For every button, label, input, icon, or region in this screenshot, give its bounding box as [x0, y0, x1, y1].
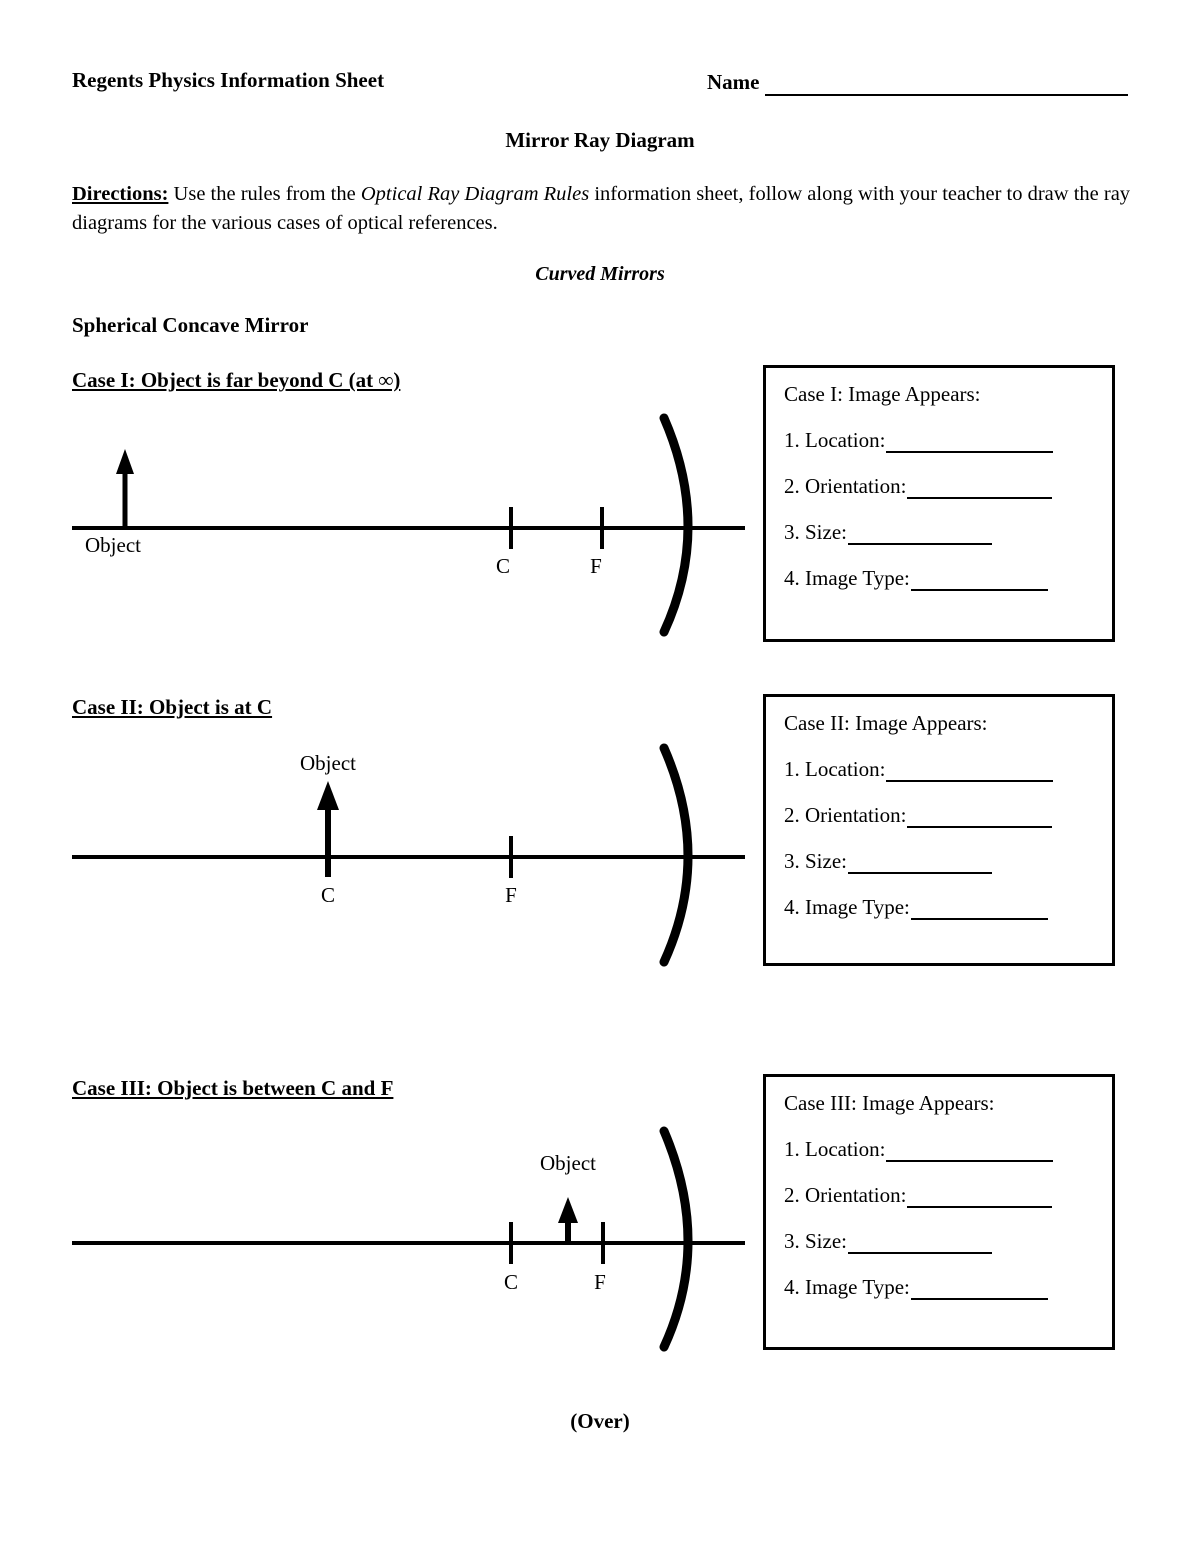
case-iii-orientation-input[interactable] — [907, 1189, 1053, 1208]
case-i-answer-title: Case I: Image Appears: — [784, 382, 981, 406]
case-ii-size-row: 3. Size: — [784, 849, 1094, 874]
case-iii-image-type-row: 4. Image Type: — [784, 1275, 1094, 1300]
directions-text-after: information sheet, follow along with you… — [72, 183, 1131, 235]
case-i-size-row: 3. Size: — [784, 520, 1094, 545]
object-arrow — [558, 1197, 578, 1243]
case-ii-size-label: 3. Size: — [784, 849, 847, 873]
case-iii-size-label: 3. Size: — [784, 1229, 847, 1253]
case-iii-answer-title: Case III: Image Appears: — [784, 1091, 995, 1115]
case-ii-location-label: 1. Location: — [784, 757, 886, 781]
case-i-heading: Case I: Object is far beyond C (at ∞) — [72, 368, 401, 392]
focal-point-label: F — [594, 1270, 606, 1294]
focal-point-label: F — [505, 883, 517, 907]
case-i-image-type-row: 4. Image Type: — [784, 566, 1094, 591]
case-i-orientation-label: 2. Orientation: — [784, 474, 907, 498]
case-i-size-label: 3. Size: — [784, 520, 847, 544]
center-of-curvature-label: C — [504, 1270, 518, 1294]
object-arrow — [317, 781, 339, 877]
case-ii-location-row: 1. Location: — [784, 757, 1094, 782]
concave-mirror-arc — [659, 743, 693, 967]
case-ii-ray-diagram: Object C F — [72, 743, 745, 967]
name-label: Name — [707, 70, 760, 94]
case-ii-size-input[interactable] — [848, 855, 992, 874]
case-iii-location-label: 1. Location: — [784, 1137, 886, 1161]
object-label: Object — [540, 1151, 596, 1175]
case-ii-image-type-row: 4. Image Type: — [784, 895, 1094, 920]
object-arrow — [116, 449, 134, 528]
case-ii-answer-title: Case II: Image Appears: — [784, 711, 988, 735]
case-iii-ray-diagram: C Object F — [72, 1126, 745, 1352]
case-i-answer-box: Case I: Image Appears: 1. Location: 2. O… — [763, 365, 1115, 642]
case-ii-answer-box: Case II: Image Appears: 1. Location: 2. … — [763, 694, 1115, 966]
sheet-title: Regents Physics Information Sheet — [72, 68, 385, 92]
case-i-ray-diagram: Object C F — [72, 413, 745, 637]
focal-point-label: F — [590, 554, 602, 578]
object-label: Object — [300, 751, 356, 775]
case-ii-orientation-label: 2. Orientation: — [784, 803, 907, 827]
case-i-orientation-row: 2. Orientation: — [784, 474, 1094, 499]
case-ii-location-input[interactable] — [886, 763, 1054, 782]
page-title: Mirror Ray Diagram — [505, 128, 695, 152]
concave-mirror-arc — [659, 1126, 693, 1352]
case-i-orientation-input[interactable] — [907, 480, 1053, 499]
case-ii-image-type-input[interactable] — [910, 901, 1048, 920]
center-of-curvature-label: C — [496, 554, 510, 578]
case-iii-image-type-label: 4. Image Type: — [784, 1275, 910, 1299]
name-input-line[interactable] — [765, 94, 1128, 96]
case-ii-image-type-label: 4. Image Type: — [784, 895, 910, 919]
directions-italic-reference: Optical Ray Diagram Rules — [360, 183, 590, 205]
case-iii-orientation-label: 2. Orientation: — [784, 1183, 907, 1207]
case-iii-size-input[interactable] — [848, 1235, 992, 1254]
case-iii-orientation-row: 2. Orientation: — [784, 1183, 1094, 1208]
directions-text-before: Use the rules from the — [173, 183, 356, 205]
curved-mirrors-heading: Curved Mirrors — [535, 263, 665, 285]
case-iii-image-type-input[interactable] — [910, 1281, 1048, 1300]
case-i-location-input[interactable] — [886, 434, 1054, 453]
case-i-image-type-input[interactable] — [910, 572, 1048, 591]
case-i-location-row: 1. Location: — [784, 428, 1094, 453]
case-ii-orientation-input[interactable] — [907, 809, 1053, 828]
spherical-concave-mirror-heading: Spherical Concave Mirror — [72, 313, 309, 337]
case-iii-answer-box: Case III: Image Appears: 1. Location: 2.… — [763, 1074, 1115, 1350]
case-i-image-type-label: 4. Image Type: — [784, 566, 910, 590]
directions-lead: Directions: — [72, 183, 169, 205]
object-label: Object — [85, 533, 141, 557]
case-iii-location-row: 1. Location: — [784, 1137, 1094, 1162]
case-i-location-label: 1. Location: — [784, 428, 886, 452]
case-ii-heading: Case II: Object is at C — [72, 695, 273, 719]
case-iii-location-input[interactable] — [886, 1143, 1054, 1162]
case-ii-orientation-row: 2. Orientation: — [784, 803, 1094, 828]
case-iii-size-row: 3. Size: — [784, 1229, 1094, 1254]
directions-paragraph: Directions: Use the rules from the Optic… — [72, 180, 1130, 238]
center-of-curvature-label: C — [321, 883, 335, 907]
over-footer: (Over) — [570, 1409, 630, 1433]
case-i-size-input[interactable] — [848, 526, 992, 545]
concave-mirror-arc — [659, 413, 693, 637]
case-iii-heading: Case III: Object is between C and F — [72, 1076, 394, 1100]
